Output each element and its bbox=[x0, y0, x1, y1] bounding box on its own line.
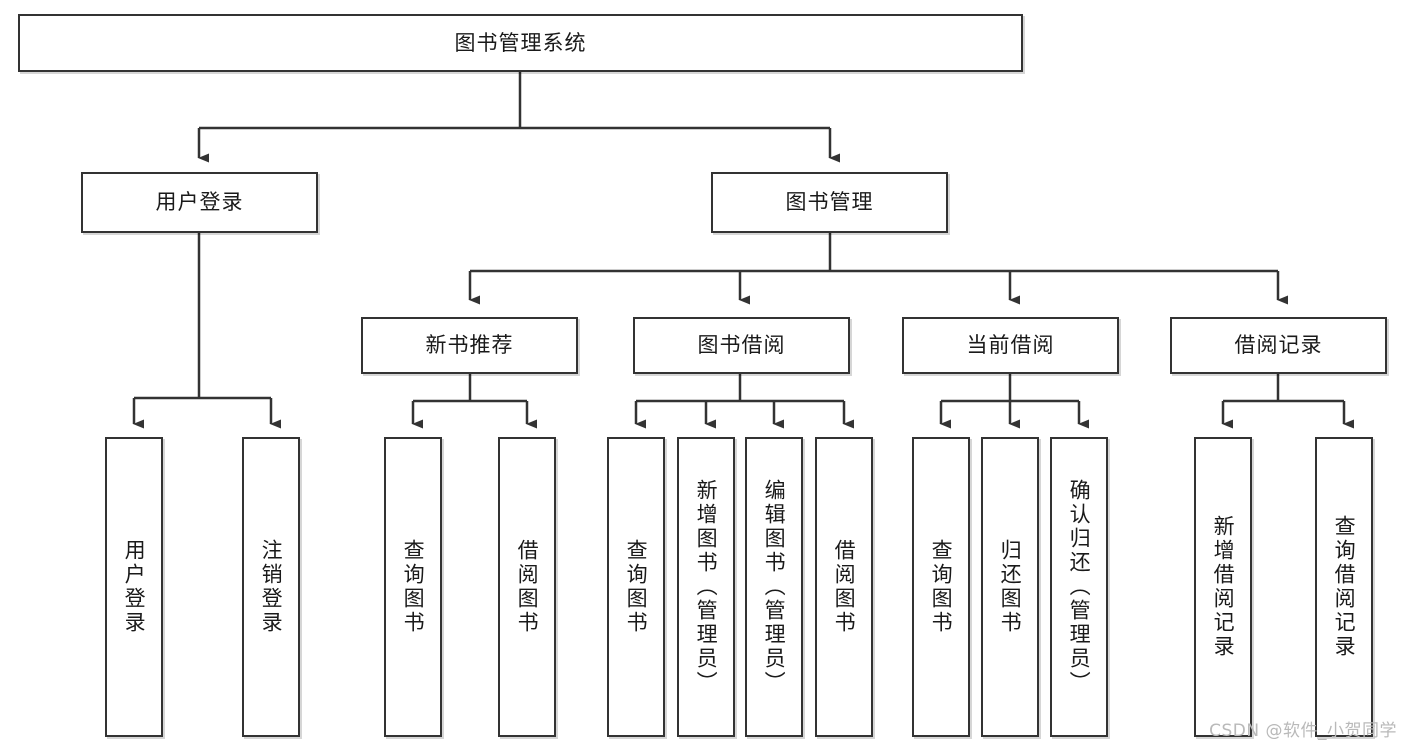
node-leaf-query-borrow-record[interactable]: 查询借阅记录 bbox=[1315, 437, 1373, 737]
node-new-book-recommend[interactable]: 新书推荐 bbox=[361, 317, 578, 374]
node-root-book-management-system[interactable]: 图书管理系统 bbox=[18, 14, 1023, 72]
node-leaf-query-book-borrow[interactable]: 查询图书 bbox=[607, 437, 665, 737]
node-user-login[interactable]: 用户登录 bbox=[81, 172, 318, 233]
node-leaf-user-login[interactable]: 用户登录 bbox=[105, 437, 163, 737]
node-label: 借阅记录 bbox=[1234, 333, 1323, 358]
node-leaf-logout-login[interactable]: 注销登录 bbox=[242, 437, 300, 737]
node-borrow-record[interactable]: 借阅记录 bbox=[1170, 317, 1387, 374]
node-label: 图书借阅 bbox=[697, 333, 786, 358]
node-label: 查询借阅记录 bbox=[1332, 515, 1357, 659]
node-leaf-confirm-return-admin[interactable]: 确认归还（管理员） bbox=[1050, 437, 1108, 737]
node-label: 确认归还（管理员） bbox=[1067, 479, 1092, 695]
node-leaf-query-book-current[interactable]: 查询图书 bbox=[912, 437, 970, 737]
node-leaf-return-book[interactable]: 归还图书 bbox=[981, 437, 1039, 737]
node-label: 新增借阅记录 bbox=[1211, 515, 1236, 659]
node-current-borrow[interactable]: 当前借阅 bbox=[902, 317, 1119, 374]
node-label: 编辑图书（管理员） bbox=[762, 479, 787, 695]
node-label: 当前借阅 bbox=[966, 333, 1055, 358]
node-label: 查询图书 bbox=[624, 539, 649, 635]
node-leaf-add-book-admin[interactable]: 新增图书（管理员） bbox=[677, 437, 735, 737]
node-book-management[interactable]: 图书管理 bbox=[711, 172, 948, 233]
node-label: 新增图书（管理员） bbox=[694, 479, 719, 695]
node-book-borrow[interactable]: 图书借阅 bbox=[633, 317, 850, 374]
node-label: 用户登录 bbox=[122, 539, 147, 635]
node-label: 查询图书 bbox=[929, 539, 954, 635]
node-leaf-query-book-recommend[interactable]: 查询图书 bbox=[384, 437, 442, 737]
node-leaf-add-borrow-record[interactable]: 新增借阅记录 bbox=[1194, 437, 1252, 737]
node-label: 注销登录 bbox=[259, 539, 284, 635]
node-label: 归还图书 bbox=[998, 539, 1023, 635]
node-label: 借阅图书 bbox=[832, 539, 857, 635]
node-leaf-borrow-book-borrow[interactable]: 借阅图书 bbox=[815, 437, 873, 737]
node-label: 用户登录 bbox=[155, 190, 244, 215]
node-label: 新书推荐 bbox=[425, 333, 514, 358]
csdn-watermark: CSDN @软件_小贺同学 bbox=[1209, 721, 1397, 741]
node-label: 图书管理 bbox=[785, 190, 874, 215]
node-label: 查询图书 bbox=[401, 539, 426, 635]
node-leaf-borrow-book-recommend[interactable]: 借阅图书 bbox=[498, 437, 556, 737]
node-leaf-edit-book-admin[interactable]: 编辑图书（管理员） bbox=[745, 437, 803, 737]
node-label: 借阅图书 bbox=[515, 539, 540, 635]
node-label: 图书管理系统 bbox=[454, 30, 587, 55]
